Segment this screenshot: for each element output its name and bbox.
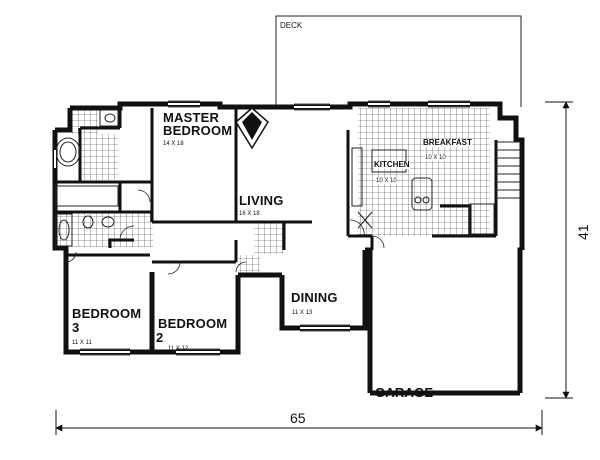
- dining-label: DINING: [291, 290, 338, 305]
- breakfast-size: 10 X 10: [425, 155, 446, 161]
- garage-label: GARAGE: [375, 385, 434, 400]
- stairs: [496, 141, 522, 199]
- deck-label: DECK: [280, 21, 303, 30]
- window-frames: [80, 100, 470, 356]
- breakfast-label: BREAKFAST: [423, 138, 472, 147]
- bedroom3-label-line2: 3: [72, 320, 80, 335]
- windows: [54, 103, 470, 353]
- master-bedroom-label-line2: BEDROOM: [163, 123, 233, 138]
- master-bath-fixtures: [55, 109, 119, 247]
- kitchen-size: 10 X 10: [376, 178, 397, 184]
- master-bedroom-label-line1: MASTER: [163, 110, 220, 125]
- interior-walls: [55, 104, 498, 264]
- bedroom2-number: 2: [156, 330, 164, 345]
- master-bedroom-size: 14 X 18: [163, 141, 184, 147]
- kitchen-fixtures: [351, 147, 495, 235]
- bedroom3-size: 11 X 11: [72, 340, 92, 346]
- door-swings: [65, 189, 385, 275]
- living-size: 16 X 18: [239, 211, 260, 217]
- bedroom3-label-line1: BEDROOM: [72, 306, 142, 321]
- dimension-lines: [55, 101, 573, 435]
- bedroom2-label: BEDROOM: [158, 316, 228, 331]
- tile-floors: [55, 108, 490, 273]
- living-label: LIVING: [239, 193, 284, 208]
- overall-width-dimension: 65: [290, 410, 306, 426]
- dining-size: 11 X 13: [292, 310, 313, 316]
- deck: [275, 15, 522, 107]
- kitchen-label: KITCHEN: [374, 160, 410, 169]
- overall-depth-dimension: 41: [575, 224, 591, 240]
- bedroom2-size: 11 X 12: [168, 346, 189, 352]
- fireplace: [235, 107, 269, 150]
